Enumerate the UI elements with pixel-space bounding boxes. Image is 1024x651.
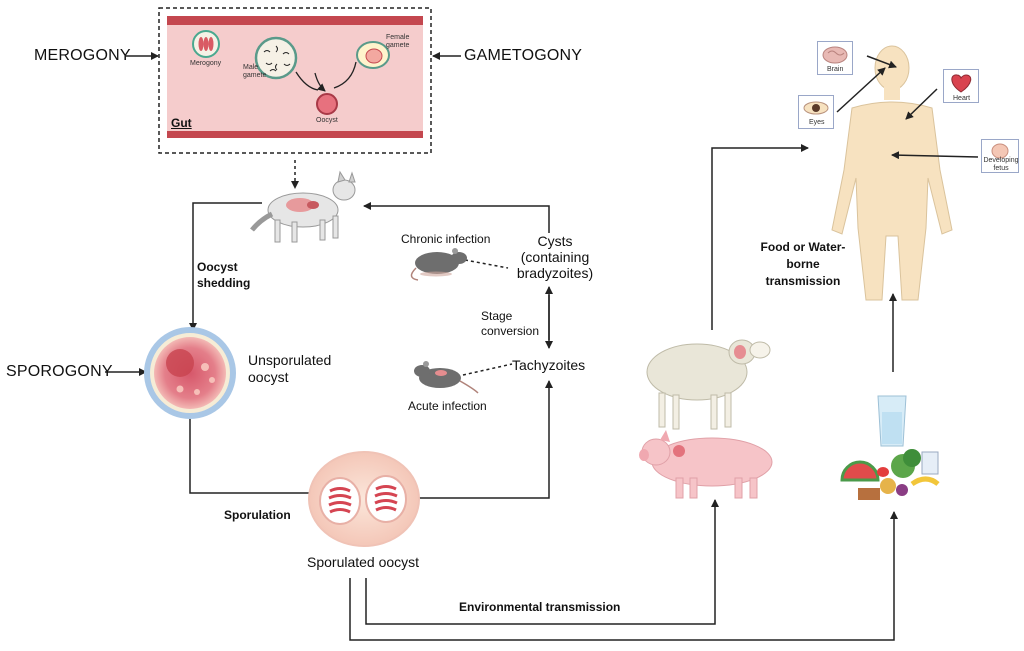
oocyst-icon xyxy=(316,93,338,115)
gametogony-label: GAMETOGONY xyxy=(464,47,583,64)
stage-conversion-label: Stage conversion xyxy=(481,309,540,338)
fetus-icon xyxy=(991,143,1009,159)
brain-icon xyxy=(822,46,848,64)
acute-infection-label: Acute infection xyxy=(408,399,487,413)
food-water-icon xyxy=(840,395,940,500)
gut-title: Gut xyxy=(171,116,192,130)
eyes-box: Eyes xyxy=(798,95,834,129)
unsporulated-oocyst-label: Unsporulated oocyst xyxy=(248,352,332,385)
gut-male-gamete-label: Male gamete xyxy=(243,64,267,79)
food-water-transmission-label: Food or Water- borne transmission xyxy=(760,240,846,288)
acute-mouse-icon xyxy=(414,361,479,394)
sheep-icon xyxy=(646,339,771,430)
heart-label: Heart xyxy=(953,95,971,102)
sporogony-label: SPOROGONY xyxy=(6,363,113,380)
merogony-label: MEROGONY xyxy=(34,47,131,64)
heart-icon xyxy=(951,74,972,93)
brain-label: Brain xyxy=(827,66,844,73)
sporulated-oocyst-label: Sporulated oocyst xyxy=(307,554,420,570)
cysts-label: Cysts (containing bradyzoites) xyxy=(516,233,594,281)
female-gamete-icon xyxy=(356,41,390,69)
gut-oocyst-label: Oocyst xyxy=(316,117,338,124)
cat-icon xyxy=(250,170,356,243)
oocyst-shedding-label: Oocyst shedding xyxy=(197,260,251,290)
merogony-cell-icon xyxy=(192,30,220,58)
sporulation-label: Sporulation xyxy=(224,508,291,522)
fetus-label: Developing fetus xyxy=(983,157,1019,172)
chronic-mouse-icon xyxy=(410,248,467,281)
pig-icon xyxy=(639,430,773,499)
fetus-box: Developing fetus xyxy=(981,139,1019,173)
unsporulated-oocyst-icon xyxy=(144,327,236,419)
heart-box: Heart xyxy=(943,69,979,103)
gut-merogony-label: Merogony xyxy=(190,60,222,67)
environmental-transmission-label: Environmental transmission xyxy=(459,600,621,614)
brain-box: Brain xyxy=(817,41,853,75)
gut-female-gamete-label: Female gamete xyxy=(386,34,410,49)
eye-icon xyxy=(803,101,829,115)
tachyzoites-label: Tachyzoites xyxy=(512,357,586,373)
chronic-infection-label: Chronic infection xyxy=(401,232,491,246)
sporulated-oocyst-icon xyxy=(308,451,420,547)
eyes-label: Eyes xyxy=(809,119,825,126)
male-gamete-icon xyxy=(254,36,298,80)
gut-inset xyxy=(158,7,432,154)
